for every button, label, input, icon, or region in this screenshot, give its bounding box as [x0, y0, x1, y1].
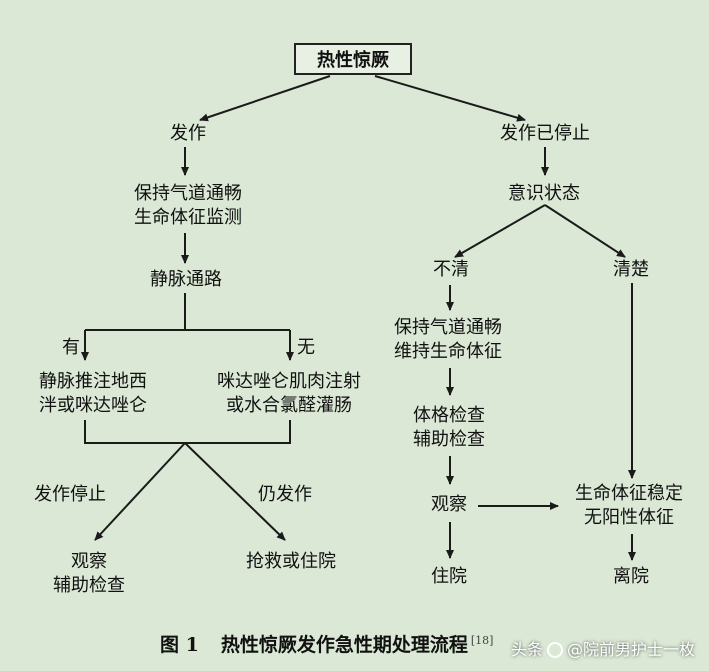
node-im: 咪达唑仑肌肉注射 或水合氯醛灌肠 [217, 370, 361, 418]
node-stopped: 发作已停止 [500, 123, 590, 144]
node-observe-aux: 观察 辅助检查 [53, 550, 125, 598]
node-stable: 生命体征稳定 无阳性体征 [575, 482, 683, 530]
label-still-seizing: 仍发作 [258, 484, 312, 505]
node-consciousness: 意识状态 [508, 183, 580, 204]
caption-ref: [18] [470, 633, 494, 647]
node-iv-push-line2: 泮或咪达唑仑 [39, 395, 147, 416]
node-airway2-line2: 维持生命体征 [394, 341, 502, 362]
merge-line [84, 420, 291, 444]
node-clear: 清楚 [613, 259, 649, 280]
node-seizure: 发作 [170, 123, 206, 144]
iv-split-line [85, 293, 186, 331]
node-iv-push: 静脉推注地西 泮或咪达唑仑 [39, 370, 147, 418]
node-exam: 体格检查 辅助检查 [413, 404, 485, 452]
node-stable-line2: 无阳性体征 [584, 507, 674, 528]
node-observe-aux-line1: 观察 [71, 551, 107, 572]
arrow-to-unclear [454, 204, 546, 258]
label-seizure-stopped: 发作停止 [34, 484, 106, 505]
caption-title: 热性惊厥发作急性期处理流程 [220, 634, 468, 656]
node-im-line2: 或水合氯醛灌肠 [226, 395, 352, 416]
node-airway-line2: 生命体征监测 [134, 207, 242, 228]
node-airway2-line1: 保持气道通畅 [394, 317, 502, 338]
arrow-to-observe [94, 442, 186, 541]
node-airway2: 保持气道通畅 维持生命体征 [394, 316, 502, 364]
watermark-prefix: 头条 [510, 640, 543, 659]
label-none: 无 [297, 337, 315, 358]
node-observe-aux-line2: 辅助检查 [53, 575, 125, 596]
arrow-root-stopped [374, 75, 526, 122]
arrow-root-seizure [199, 75, 331, 122]
node-exam-line1: 体格检查 [413, 405, 485, 426]
node-im-line1: 咪达唑仑肌肉注射 [217, 371, 361, 392]
arrow-to-clear [544, 204, 626, 258]
watermark: 头条 @院前男护士一枚 [511, 636, 695, 660]
node-stable-line1: 生命体征稳定 [575, 483, 683, 504]
label-has: 有 [62, 337, 80, 358]
node-exam-line2: 辅助检查 [413, 429, 485, 450]
node-iv-push-line1: 静脉推注地西 [39, 371, 147, 392]
arrow-to-rescue [184, 442, 286, 541]
node-unclear: 不清 [433, 259, 469, 280]
node-iv: 静脉通路 [150, 269, 222, 290]
node-observe: 观察 [431, 494, 467, 515]
node-discharge: 离院 [613, 566, 649, 587]
node-rescue: 抢救或住院 [246, 551, 336, 572]
watermark-logo-icon [546, 642, 563, 658]
caption-number: 图 1 [160, 634, 199, 656]
figure-caption: 图 1 热性惊厥发作急性期处理流程[18] [160, 630, 493, 657]
node-hospital: 住院 [431, 566, 467, 587]
root-node-label: 热性惊厥 [317, 50, 389, 71]
node-airway-line1: 保持气道通畅 [134, 183, 242, 204]
node-airway: 保持气道通畅 生命体征监测 [134, 182, 242, 230]
watermark-author: @院前男护士一枚 [566, 640, 695, 659]
root-node: 热性惊厥 [294, 43, 412, 75]
